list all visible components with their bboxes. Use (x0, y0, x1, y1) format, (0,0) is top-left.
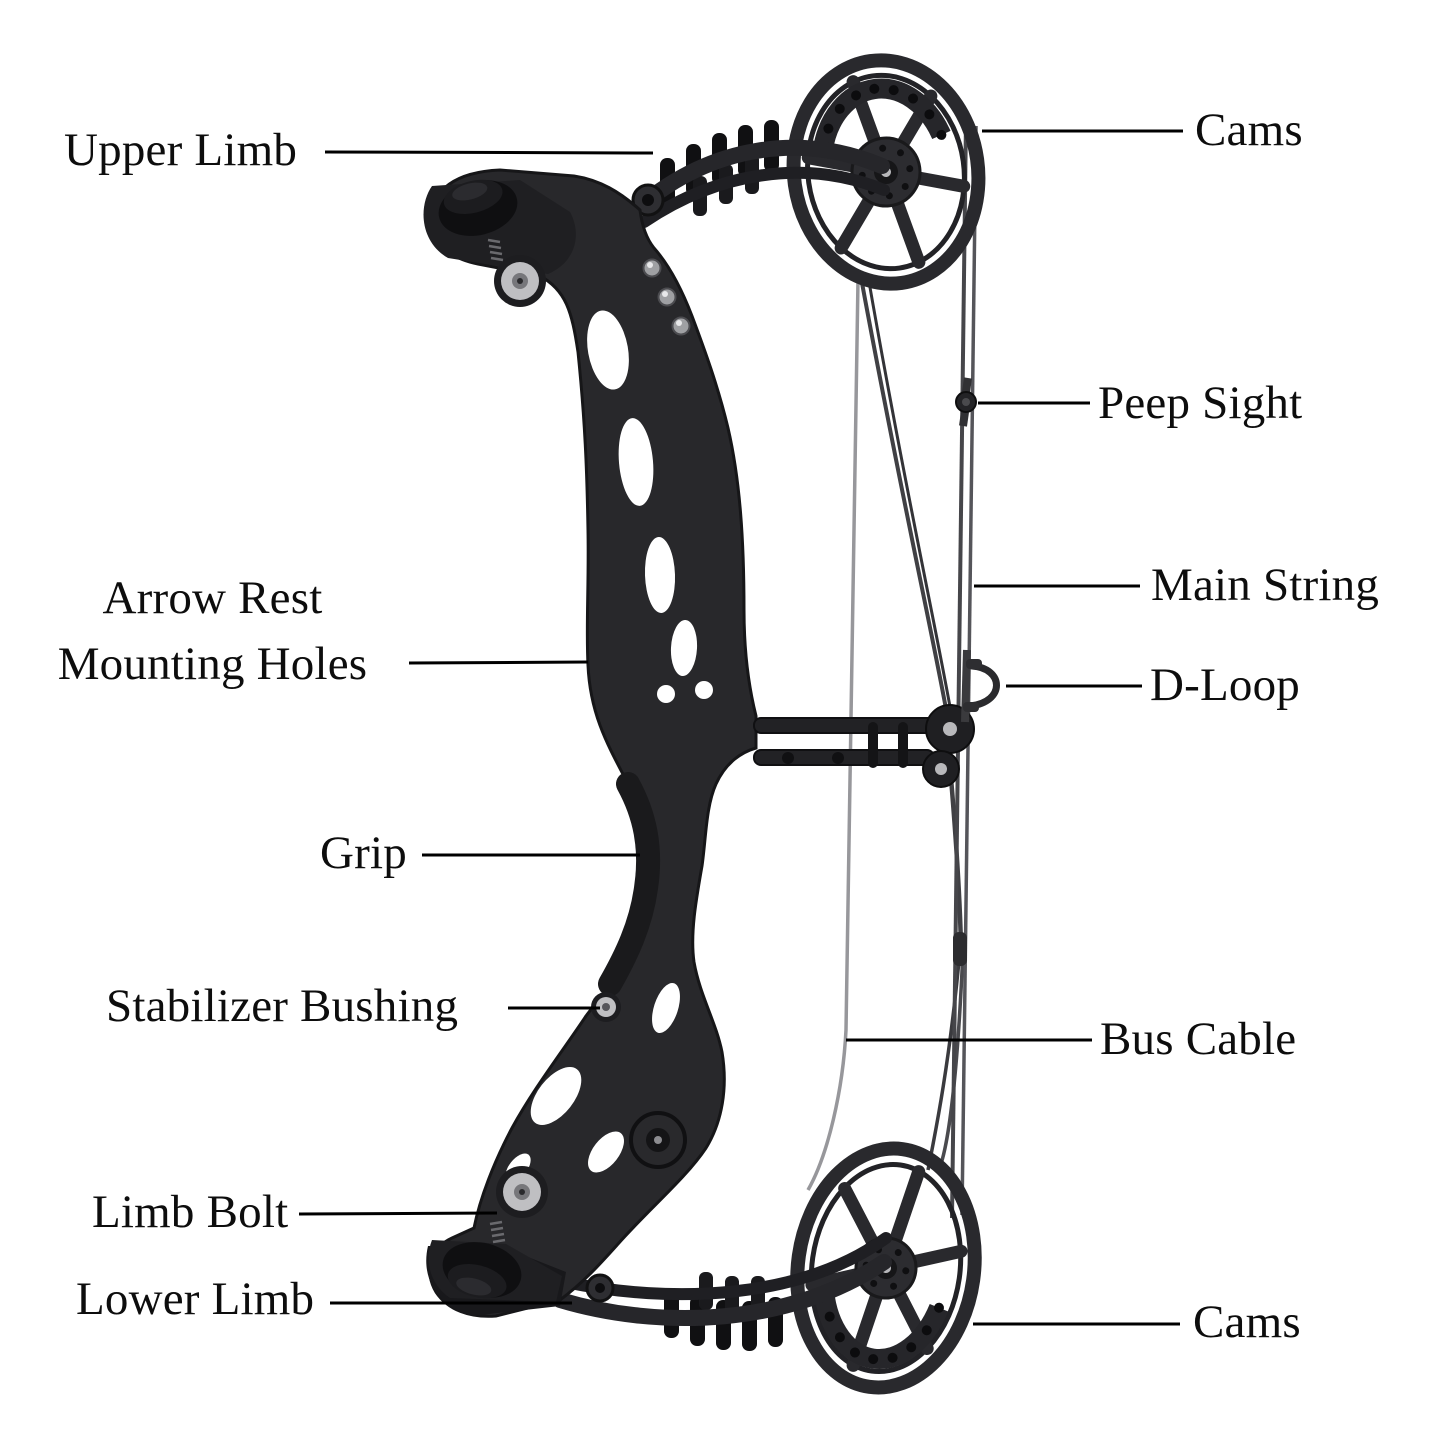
label-upper-limb: Upper Limb (64, 124, 298, 177)
lower-limb (552, 1232, 892, 1351)
arrow-rest-mounting-hole (695, 681, 713, 699)
leader-lines (298, 129, 1183, 1326)
label-arrow-rest-line2: Mounting Holes (57, 638, 368, 690)
bolt-threads (489, 1220, 506, 1244)
label-bus-cable: Bus Cable (1100, 1013, 1297, 1066)
riser (428, 168, 758, 1318)
limb-bolt-bottom (442, 1242, 522, 1299)
label-main-string: Main String (1151, 559, 1380, 612)
riser-cutouts (505, 310, 713, 1183)
label-cams-bottom: Cams (1193, 1296, 1301, 1349)
label-arrow-rest-line1: Arrow Rest (102, 572, 323, 625)
cable-guard (753, 704, 975, 788)
label-lower-limb: Lower Limb (76, 1273, 315, 1326)
leader-upper-limb (324, 150, 654, 155)
label-stabilizer-bushing: Stabilizer Bushing (106, 980, 459, 1033)
limb-pocket-top (423, 179, 576, 307)
barrel-nuts (642, 258, 691, 336)
limb-pocket-bottom (426, 1166, 566, 1316)
label-arrow-rest-mounting-holes: Arrow Rest Mounting Holes (30, 566, 395, 698)
stabilizer-bushing (591, 992, 621, 1022)
arrow-rest-mounting-hole (657, 685, 675, 703)
cable-yoke (953, 932, 967, 966)
label-cams-top: Cams (1195, 104, 1303, 157)
leader-arrow-rest (408, 660, 589, 665)
label-d-loop: D-Loop (1150, 659, 1301, 712)
leader-limb-bolt (298, 1211, 498, 1216)
limb-bolt-top (438, 179, 518, 236)
peep-sight (955, 377, 977, 427)
string-stop-damper (629, 1111, 687, 1169)
label-grip: Grip (320, 827, 407, 880)
bolt-threads (487, 238, 504, 262)
grip-insert (598, 772, 661, 996)
cable-roller (922, 750, 960, 788)
label-peep-sight: Peep Sight (1098, 377, 1303, 430)
label-limb-bolt: Limb Bolt (92, 1186, 289, 1239)
upper-limb (631, 120, 890, 228)
d-loop (961, 649, 1000, 723)
bus-cable (806, 279, 860, 1191)
